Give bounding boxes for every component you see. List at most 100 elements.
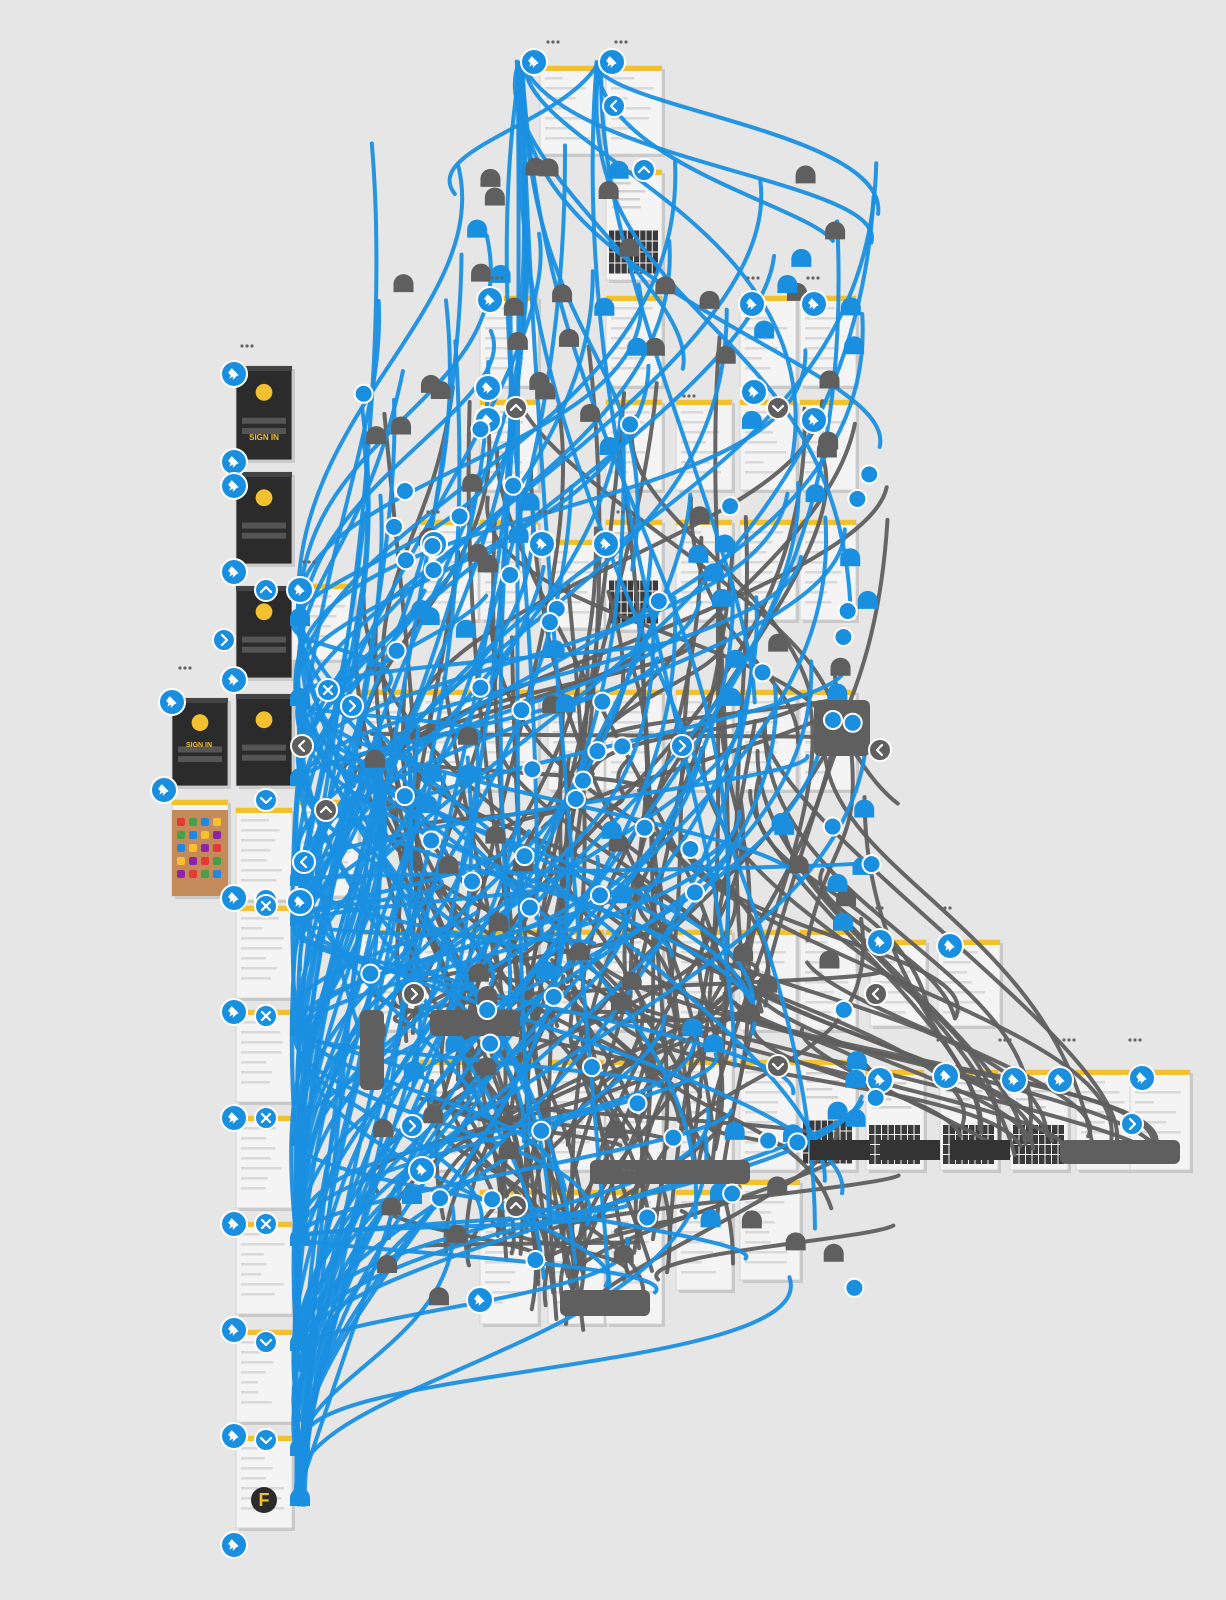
screen-thumbnail[interactable] — [235, 585, 295, 681]
link-anchor-marker[interactable] — [470, 677, 491, 698]
link-anchor-marker[interactable] — [360, 963, 381, 984]
more-dots-icon[interactable] — [622, 1168, 636, 1172]
more-dots-icon[interactable] — [1128, 1038, 1142, 1042]
link-tab-icon[interactable] — [468, 963, 489, 982]
link-tab-icon[interactable] — [703, 563, 724, 582]
chevron-up-icon[interactable] — [632, 158, 656, 182]
chevron-right-icon[interactable] — [402, 982, 426, 1006]
link-anchor-marker[interactable] — [519, 897, 540, 918]
pin-marker[interactable] — [220, 558, 248, 586]
link-tab-icon[interactable] — [688, 544, 709, 563]
pin-marker[interactable] — [220, 1210, 248, 1238]
link-tab-icon[interactable] — [536, 960, 557, 979]
chevron-left-icon[interactable] — [864, 982, 888, 1006]
link-anchor-marker[interactable] — [627, 1093, 648, 1114]
chevron-left-icon[interactable] — [292, 850, 316, 874]
pin-marker[interactable] — [740, 378, 768, 406]
chevron-left-icon[interactable] — [868, 738, 892, 762]
link-tab-icon[interactable] — [827, 1101, 848, 1120]
link-tab-icon[interactable] — [827, 683, 848, 702]
more-dots-icon[interactable] — [746, 276, 760, 280]
link-tab-icon[interactable] — [391, 416, 412, 435]
link-tab-icon[interactable] — [819, 370, 840, 389]
pin-marker[interactable] — [476, 286, 504, 314]
link-tab-icon[interactable] — [598, 181, 619, 200]
pin-marker[interactable] — [520, 48, 548, 76]
more-dots-icon[interactable] — [938, 906, 952, 910]
link-tab-icon[interactable] — [845, 1108, 866, 1127]
pin-marker[interactable] — [474, 374, 502, 402]
screen-thumbnail[interactable] — [171, 799, 231, 899]
more-dots-icon[interactable] — [616, 510, 630, 514]
chevron-right-icon[interactable] — [400, 1114, 424, 1138]
link-tab-icon[interactable] — [373, 1119, 394, 1138]
more-dots-icon[interactable] — [614, 40, 628, 44]
close-icon[interactable] — [254, 1106, 278, 1130]
link-tab-icon[interactable] — [840, 297, 861, 316]
link-anchor-marker[interactable] — [423, 560, 444, 581]
link-tab-icon[interactable] — [538, 158, 559, 177]
link-tab-icon[interactable] — [774, 816, 795, 835]
link-anchor-marker[interactable] — [837, 600, 858, 621]
link-tab-icon[interactable] — [823, 1243, 844, 1262]
link-tab-icon[interactable] — [703, 1034, 724, 1053]
pin-marker[interactable] — [1000, 1066, 1028, 1094]
link-anchor-marker[interactable] — [844, 1277, 865, 1298]
link-anchor-marker[interactable] — [720, 496, 741, 517]
more-dots-icon[interactable] — [682, 1038, 696, 1042]
link-anchor-marker[interactable] — [592, 691, 613, 712]
chevron-down-icon[interactable] — [766, 1054, 790, 1078]
more-dots-icon[interactable] — [936, 1038, 950, 1042]
link-anchor-marker[interactable] — [833, 999, 854, 1020]
link-tab-icon[interactable] — [785, 1232, 806, 1251]
link-tab-icon[interactable] — [477, 985, 498, 1004]
link-tab-icon[interactable] — [430, 381, 451, 400]
link-anchor-marker[interactable] — [531, 1120, 552, 1141]
link-anchor-marker[interactable] — [648, 591, 669, 612]
link-tab-icon[interactable] — [768, 633, 789, 652]
link-anchor-marker[interactable] — [637, 1207, 658, 1228]
link-anchor-marker[interactable] — [503, 475, 524, 496]
pin-marker[interactable] — [466, 1286, 494, 1314]
pin-marker[interactable] — [738, 290, 766, 318]
link-tab-icon[interactable] — [290, 1128, 310, 1146]
link-anchor-marker[interactable] — [449, 506, 470, 527]
link-tab-icon[interactable] — [836, 888, 857, 907]
chevron-right-icon[interactable] — [670, 734, 694, 758]
more-dots-icon[interactable] — [240, 344, 254, 348]
link-anchor-marker[interactable] — [384, 516, 405, 537]
link-tab-icon[interactable] — [580, 403, 601, 422]
link-tab-icon[interactable] — [290, 768, 310, 786]
pin-marker[interactable] — [150, 776, 178, 804]
link-tab-icon[interactable] — [544, 639, 565, 658]
chevron-right-icon[interactable] — [1120, 1112, 1144, 1136]
link-tab-icon[interactable] — [627, 337, 648, 356]
link-tab-icon[interactable] — [462, 473, 483, 492]
link-tab-icon[interactable] — [428, 1287, 449, 1306]
link-anchor-marker[interactable] — [620, 414, 641, 435]
link-anchor-marker[interactable] — [822, 710, 843, 731]
link-anchor-marker[interactable] — [865, 1087, 886, 1108]
link-anchor-marker[interactable] — [480, 1033, 501, 1054]
signin-button-text-left[interactable]: SIGN IN — [186, 742, 212, 749]
more-dots-icon[interactable] — [1062, 1038, 1076, 1042]
pin-marker[interactable] — [286, 888, 314, 916]
link-anchor-marker[interactable] — [353, 383, 374, 404]
link-anchor-marker[interactable] — [663, 1127, 684, 1148]
more-dots-icon[interactable] — [490, 1168, 504, 1172]
link-tab-icon[interactable] — [508, 524, 529, 543]
link-anchor-marker[interactable] — [395, 550, 416, 571]
link-tab-icon[interactable] — [458, 726, 479, 745]
more-dots-icon[interactable] — [682, 394, 696, 398]
link-anchor-marker[interactable] — [462, 871, 483, 892]
link-tab-icon[interactable] — [552, 284, 573, 303]
link-tab-icon[interactable] — [417, 795, 438, 814]
link-anchor-marker[interactable] — [565, 788, 586, 809]
link-anchor-marker[interactable] — [758, 1130, 779, 1151]
link-tab-icon[interactable] — [795, 165, 816, 184]
link-tab-icon[interactable] — [816, 439, 837, 458]
link-tab-icon[interactable] — [715, 345, 736, 364]
link-anchor-marker[interactable] — [722, 1183, 743, 1204]
link-tab-icon[interactable] — [611, 885, 632, 904]
link-tab-icon[interactable] — [290, 1333, 310, 1351]
